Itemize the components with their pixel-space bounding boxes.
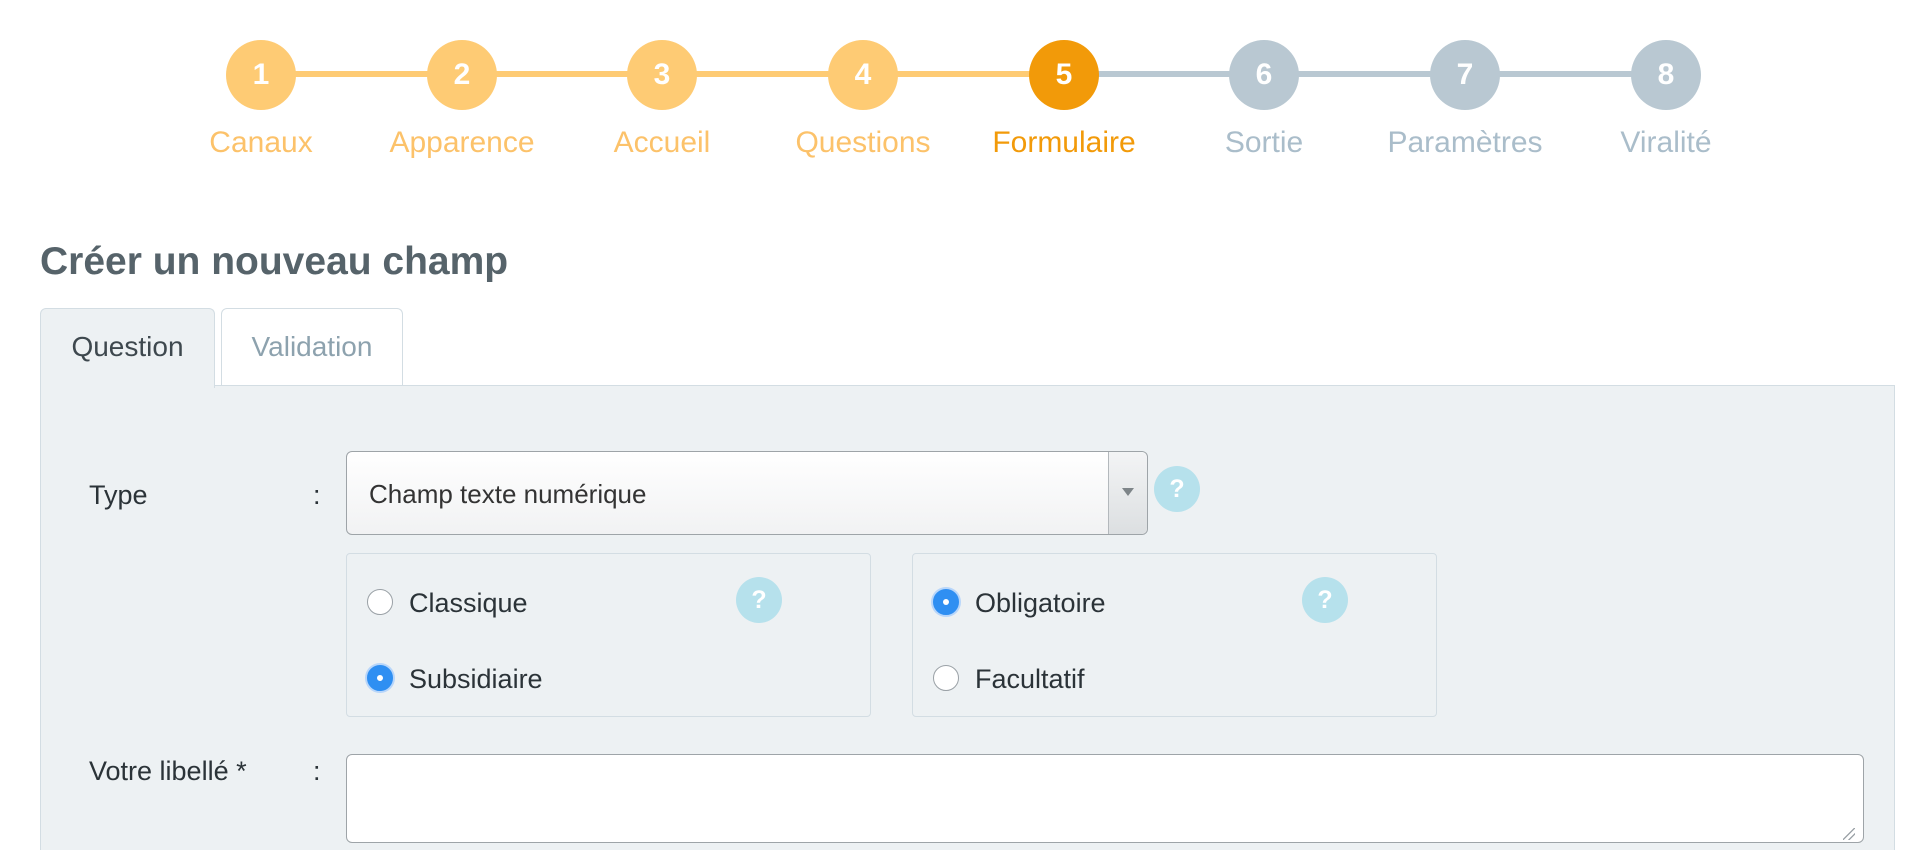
mode-radio-group: Classique Subsidiaire ? bbox=[346, 553, 871, 717]
type-select[interactable]: Champ texte numérique bbox=[346, 451, 1148, 535]
step-label: Canaux bbox=[209, 126, 313, 159]
tab-validation[interactable]: Validation bbox=[221, 308, 403, 386]
step-questions[interactable]: 4 Questions bbox=[763, 40, 963, 160]
step-label: Questions bbox=[795, 126, 931, 159]
type-select-toggle[interactable] bbox=[1108, 452, 1147, 534]
step-label: Apparence bbox=[389, 126, 535, 159]
step-viralite[interactable]: 8 Viralité bbox=[1566, 40, 1766, 160]
step-sortie[interactable]: 6 Sortie bbox=[1164, 40, 1364, 160]
tab-question[interactable]: Question bbox=[40, 308, 215, 388]
section-title: Créer un nouveau champ bbox=[40, 240, 509, 283]
radio-facultatif-label: Facultatif bbox=[975, 664, 1085, 694]
step-parametres[interactable]: 7 Paramètres bbox=[1365, 40, 1565, 160]
radio-obligatoire-label: Obligatoire bbox=[975, 588, 1106, 618]
radio-obligatoire-circle[interactable] bbox=[933, 589, 959, 615]
libelle-textarea[interactable] bbox=[346, 754, 1864, 843]
step-number: 7 bbox=[1430, 40, 1500, 110]
step-number: 6 bbox=[1229, 40, 1299, 110]
chevron-down-icon bbox=[1122, 488, 1134, 496]
step-label: Formulaire bbox=[992, 126, 1136, 159]
type-label: Type bbox=[89, 480, 148, 510]
step-number: 4 bbox=[828, 40, 898, 110]
type-colon: : bbox=[313, 480, 321, 510]
step-apparence[interactable]: 2 Apparence bbox=[362, 40, 562, 160]
radio-classique-circle[interactable] bbox=[367, 589, 393, 615]
required-radio-group: Obligatoire Facultatif ? bbox=[912, 553, 1437, 717]
step-formulaire[interactable]: 5 Formulaire bbox=[964, 40, 1164, 160]
radio-facultatif-circle[interactable] bbox=[933, 665, 959, 691]
libelle-label: Votre libellé * bbox=[89, 756, 247, 786]
resize-handle-icon[interactable] bbox=[1843, 828, 1855, 840]
step-label: Paramètres bbox=[1387, 126, 1543, 159]
step-number: 8 bbox=[1631, 40, 1701, 110]
radio-subsidiaire-label: Subsidiaire bbox=[409, 664, 543, 694]
step-accueil[interactable]: 3 Accueil bbox=[562, 40, 762, 160]
type-help-icon[interactable]: ? bbox=[1154, 466, 1200, 512]
step-number: 2 bbox=[427, 40, 497, 110]
step-label: Sortie bbox=[1224, 126, 1304, 159]
type-select-value: Champ texte numérique bbox=[369, 479, 647, 509]
radio-classique-label: Classique bbox=[409, 588, 528, 618]
wizard-stepper: 1 Canaux 2 Apparence 3 Accueil 4 Questio… bbox=[0, 0, 1910, 170]
step-label: Viralité bbox=[1620, 126, 1712, 159]
radio-subsidiaire-circle[interactable] bbox=[367, 665, 393, 691]
step-number: 3 bbox=[627, 40, 697, 110]
step-label: Accueil bbox=[613, 126, 711, 159]
mode-help-icon[interactable]: ? bbox=[736, 577, 782, 623]
stepper-line-pending bbox=[1064, 71, 1666, 77]
step-canaux[interactable]: 1 Canaux bbox=[161, 40, 361, 160]
required-help-icon[interactable]: ? bbox=[1302, 577, 1348, 623]
libelle-colon: : bbox=[313, 756, 321, 786]
step-number: 5 bbox=[1029, 40, 1099, 110]
step-number: 1 bbox=[226, 40, 296, 110]
